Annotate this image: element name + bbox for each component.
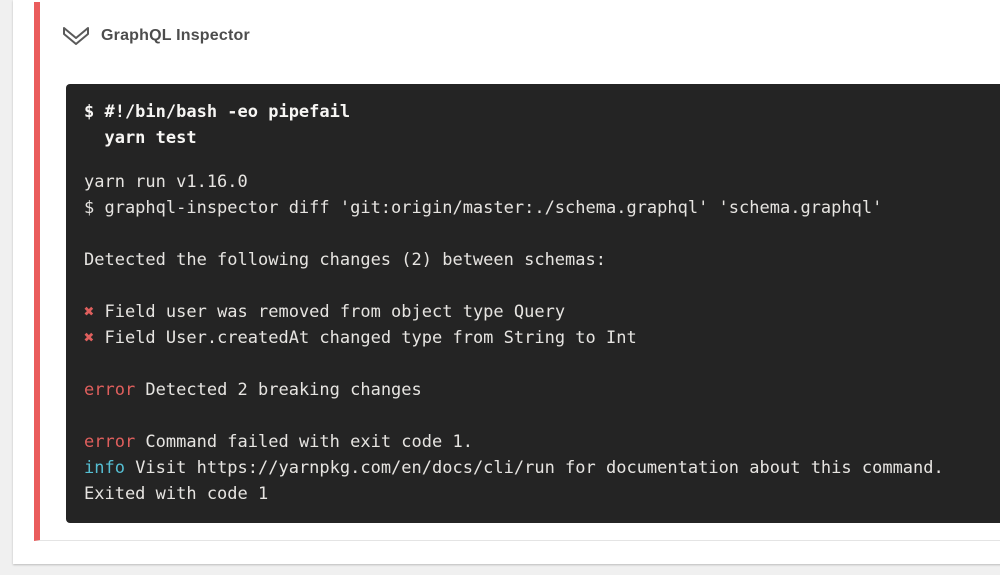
terminal-segment-plain: $ graphql-inspector diff 'git:origin/mas… — [84, 198, 883, 218]
terminal-line — [84, 221, 1000, 247]
terminal-command-block: $ #!/bin/bash -eo pipefail yarn test — [84, 99, 1000, 151]
step-title: GraphQL Inspector — [101, 27, 250, 44]
terminal-segment-error: error — [84, 380, 136, 400]
terminal-segment-plain: Detected the following changes (2) betwe… — [84, 250, 606, 270]
terminal-line: yarn test — [84, 128, 197, 148]
terminal-line: yarn run v1.16.0 — [84, 169, 1000, 195]
terminal-segment-plain: Field User.createdAt changed type from S… — [94, 328, 637, 348]
terminal-segment-plain: Command failed with exit code 1. — [135, 432, 473, 452]
terminal-line — [84, 403, 1000, 429]
collapse-chevron-icon[interactable] — [62, 25, 90, 47]
terminal-line — [84, 273, 1000, 299]
terminal-segment-plain: yarn run v1.16.0 — [84, 172, 248, 192]
terminal-line — [84, 351, 1000, 377]
terminal-output-block: yarn run v1.16.0 $ graphql-inspector diff… — [84, 169, 1000, 507]
terminal-segment-info: info — [84, 458, 125, 478]
terminal-line: info Visit https://yarnpkg.com/en/docs/c… — [84, 455, 1000, 481]
terminal-segment-plain: Exited with code 1 — [84, 484, 269, 504]
terminal-segment-error: ✖ — [84, 328, 95, 348]
terminal-line: $ #!/bin/bash -eo pipefail — [84, 102, 351, 122]
terminal-line: Exited with code 1 — [84, 481, 1000, 507]
terminal-segment-plain: Detected 2 breaking changes — [135, 380, 422, 400]
terminal-line: error Command failed with exit code 1. — [84, 429, 1000, 455]
build-step-card: GraphQL Inspector $ #!/bin/bash -eo pipe… — [13, 0, 1000, 564]
terminal-line: error Detected 2 breaking changes — [84, 377, 1000, 403]
terminal-line: ✖ Field User.createdAt changed type from… — [84, 325, 1000, 351]
terminal-line: $ graphql-inspector diff 'git:origin/mas… — [84, 195, 1000, 221]
failed-step-section: GraphQL Inspector $ #!/bin/bash -eo pipe… — [34, 2, 1000, 541]
terminal-line: Detected the following changes (2) betwe… — [84, 247, 1000, 273]
terminal-segment-plain: Visit https://yarnpkg.com/en/docs/cli/ru… — [124, 458, 944, 478]
terminal-segment-plain: Field user was removed from object type … — [94, 302, 566, 322]
terminal-output: $ #!/bin/bash -eo pipefail yarn test yar… — [66, 84, 1000, 523]
terminal-segment-error: ✖ — [84, 302, 95, 322]
terminal-line: ✖ Field user was removed from object typ… — [84, 299, 1000, 325]
step-header[interactable]: GraphQL Inspector — [62, 2, 1000, 50]
terminal-segment-error: error — [84, 432, 136, 452]
